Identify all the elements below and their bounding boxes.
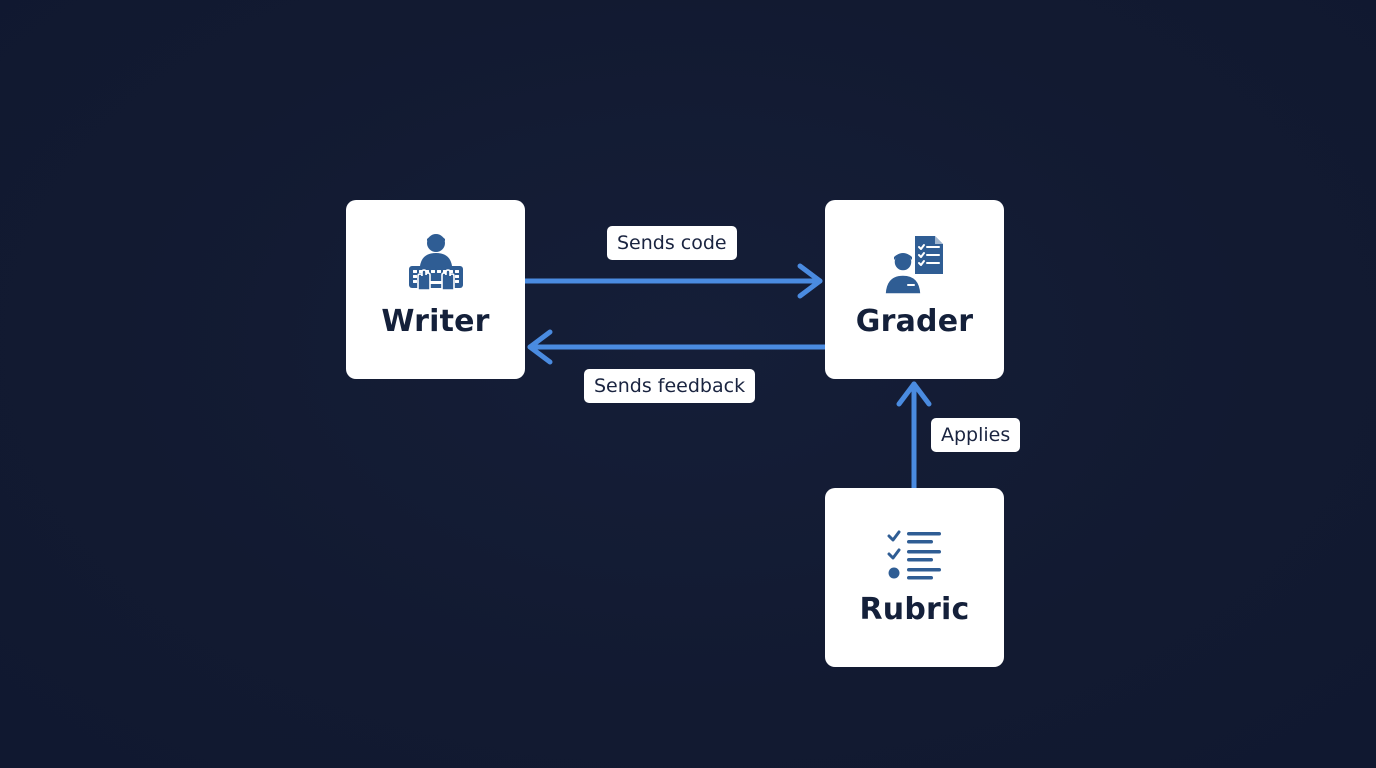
writer-node[interactable]: Writer: [346, 200, 525, 379]
edge-label-sends-code: Sends code: [607, 226, 737, 260]
edge-label-sends-feedback: Sends feedback: [584, 369, 756, 403]
rubric-node-label: Rubric: [859, 592, 970, 627]
edge-applies-arrow: [896, 381, 932, 491]
person-typing-keyboard-icon: [404, 232, 468, 296]
grader-node-label: Grader: [855, 304, 974, 339]
edge-sends-feedback-arrow: [527, 329, 828, 365]
writer-node-label: Writer: [381, 304, 490, 339]
rubric-node[interactable]: Rubric: [825, 488, 1004, 667]
checklist-icon: [883, 520, 947, 584]
edge-label-applies: Applies: [931, 418, 1021, 452]
person-with-checklist-document-icon: [883, 232, 947, 296]
edge-sends-code-arrow: [522, 263, 823, 299]
grader-node[interactable]: Grader: [825, 200, 1004, 379]
